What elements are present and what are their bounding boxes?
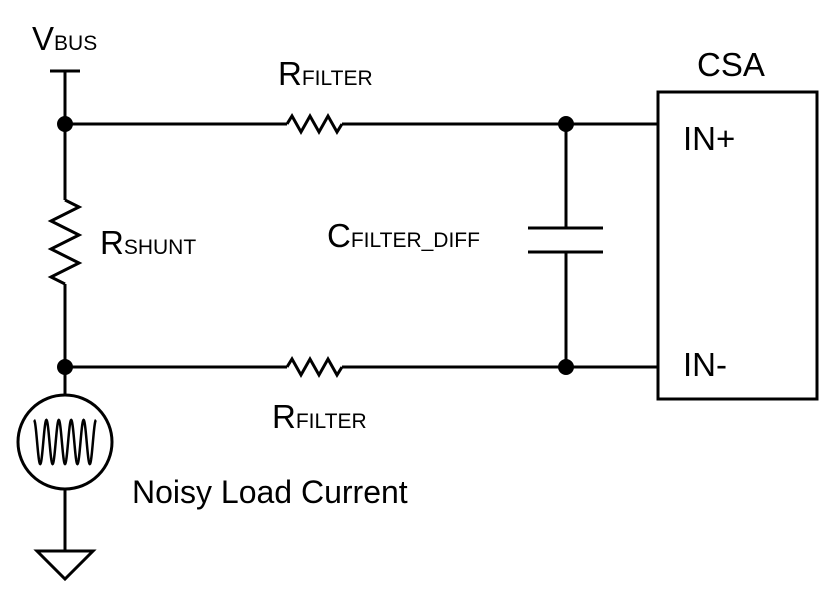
- in-minus-label: IN-: [683, 346, 727, 383]
- junction-dot-top-left: [57, 116, 73, 132]
- csa-block: [656, 90, 819, 401]
- junction-dot-bottom-right: [558, 359, 574, 375]
- r-shunt-label: RSHUNT: [100, 224, 196, 261]
- junction-dot-top-right: [558, 116, 574, 132]
- vbus-label: VBUS: [32, 20, 97, 57]
- noisy-current-source-symbol: [16, 393, 114, 491]
- r-filter-bottom-label: RFILTER: [272, 398, 367, 435]
- noisy-load-label: Noisy Load Current: [132, 474, 408, 510]
- r-filter-top-label: RFILTER: [278, 55, 373, 92]
- r-filter-bottom-resistor: [285, 355, 344, 379]
- r-filter-top-resistor: [285, 112, 344, 136]
- c-filter-diff-label: CFILTER_DIFF: [327, 217, 480, 254]
- in-plus-label: IN+: [683, 120, 735, 157]
- ground-icon: [33, 549, 97, 582]
- r-shunt-resistor: [47, 198, 83, 286]
- noise-waveform-icon: [33, 418, 97, 466]
- csa-title: CSA: [697, 46, 765, 83]
